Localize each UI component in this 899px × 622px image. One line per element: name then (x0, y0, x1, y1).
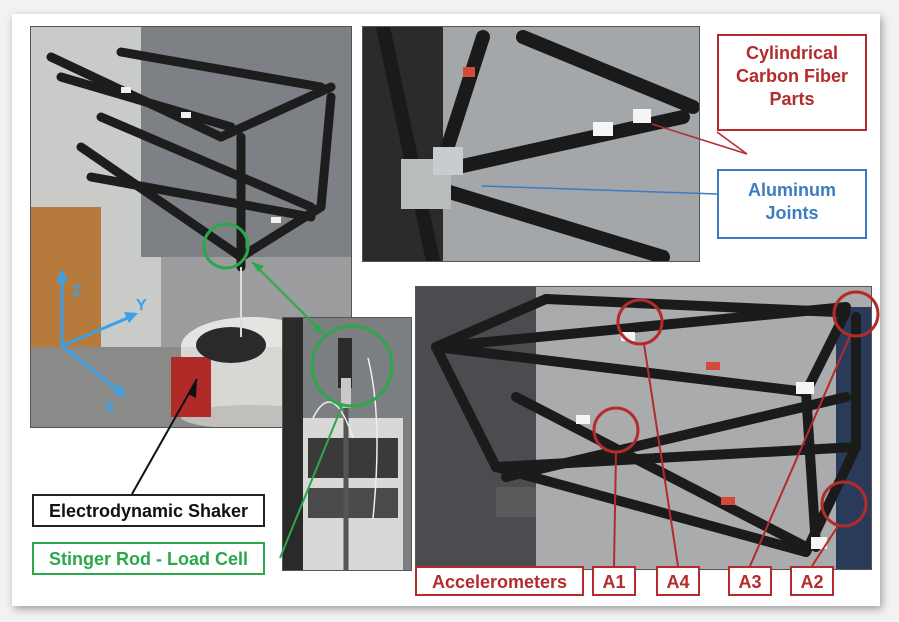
photo-joint-closeup (362, 26, 700, 262)
label-accelerometers: Accelerometers (415, 566, 584, 596)
photo-stinger-closeup (282, 317, 412, 571)
label-a1: A1 (592, 566, 636, 596)
photo-structure-overview (415, 286, 872, 570)
label-a4: A4 (656, 566, 700, 596)
label-a2: A2 (790, 566, 834, 596)
label-stinger-rod-load-cell: Stinger Rod - Load Cell (32, 542, 265, 575)
label-a3: A3 (728, 566, 772, 596)
label-aluminum-joints: Aluminum Joints (717, 169, 867, 239)
label-electrodynamic-shaker: Electrodynamic Shaker (32, 494, 265, 527)
label-cylindrical-carbon-fiber-parts: Cylindrical Carbon Fiber Parts (717, 34, 867, 131)
figure-panel: Z Y X Cylindrical Carbon Fiber Parts Alu… (12, 14, 880, 606)
